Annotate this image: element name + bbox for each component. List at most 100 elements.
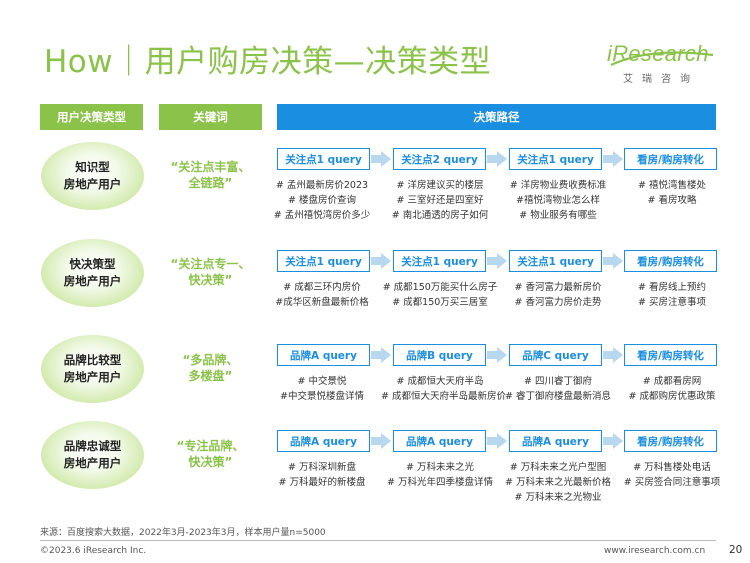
query-keyword-item: # 中交景悦 xyxy=(297,376,347,387)
query-keyword-list: # 万科未来之光 # 万科光年四季楼盘详情 xyxy=(381,460,499,490)
query-keyword-item: # 四川睿丁御府 xyxy=(524,376,592,387)
logo-swoosh-icon xyxy=(610,51,714,66)
keyword-line: “多品牌、 xyxy=(182,353,239,367)
logo-wordmark: iResearch xyxy=(607,41,709,66)
logo-chinese-name: 艾瑞咨询 xyxy=(623,74,699,85)
query-step-box: 关注点1 query xyxy=(393,250,486,272)
keyword-line: “专注品牌、 xyxy=(176,439,245,453)
query-step-box: 关注点1 query xyxy=(509,250,602,272)
decision-type-oval: 品牌忠诚型房地产用户 xyxy=(41,421,144,489)
query-keyword-item: # 孟州最新房价2023 xyxy=(275,180,369,191)
decision-type-oval: 知识型房地产用户 xyxy=(41,142,144,210)
website-url: www.iresearch.com.cn xyxy=(604,546,706,556)
conversion-step-box: 看房/购房转化 xyxy=(624,250,717,272)
query-keyword-item: # 万科售楼处电话 xyxy=(633,462,711,473)
keyword-line: “关注点丰富、 xyxy=(170,160,251,174)
query-keyword-item: # 香河富力最新房价 xyxy=(514,282,602,293)
decision-type-label: 房地产用户 xyxy=(63,370,122,384)
query-keyword-list: # 成都恒大天府半岛 # 成都恒大天府半岛最新房价 xyxy=(381,374,506,404)
query-keyword-item: # 禧悦湾售楼处 xyxy=(638,180,706,191)
query-keyword-item: #成华区新盘最新价格 xyxy=(275,297,369,309)
decision-type-label: 房地产用户 xyxy=(63,456,122,470)
query-keyword-list: # 孟州最新房价2023 # 楼盘房价查询 # 孟州禧悦湾房价多少 xyxy=(263,178,381,224)
query-keyword-item: # 洋房物业费收费标准 xyxy=(509,180,607,191)
keyword-line: 快决策” xyxy=(188,273,233,288)
query-keyword-list: # 成都三环内房价 #成华区新盘最新价格 xyxy=(263,280,381,310)
query-keyword-item: # 万科未来之光物业 xyxy=(514,492,602,504)
keyword-text: “关注点专一、快决策” xyxy=(154,256,267,288)
query-keyword-item: # 买房注意事项 xyxy=(638,297,706,309)
decision-type-label: 房地产用户 xyxy=(63,274,122,288)
query-keyword-item: # 成都恒大天府半岛 xyxy=(396,376,484,387)
keyword-text: “专注品牌、快决策” xyxy=(154,438,267,470)
footer-divider xyxy=(40,540,716,541)
query-step-box: 关注点2 query xyxy=(393,148,486,170)
query-keyword-item: # 睿丁御府楼盘最新消息 xyxy=(505,391,611,403)
query-keyword-item: # 南北通透的房子如何 xyxy=(391,210,489,222)
query-keyword-item: # 看房线上预约 xyxy=(638,282,706,293)
query-keyword-item: # 万科深圳新盘 xyxy=(288,462,356,473)
query-keyword-item: #中交景悦楼盘详情 xyxy=(280,391,364,403)
conversion-step-box: 看房/购房转化 xyxy=(624,148,717,170)
decision-type-label: 房地产用户 xyxy=(63,177,122,191)
query-keyword-item: # 香河富力房价走势 xyxy=(514,297,602,309)
query-keyword-list: # 香河富力最新房价 # 香河富力房价走势 xyxy=(499,280,617,310)
keyword-line: 全链路” xyxy=(188,176,233,191)
source-note: 来源：百度搜索大数据，2022年3月-2023年3月，样本用户量n=5000 xyxy=(40,528,326,538)
conversion-step-box: 看房/购房转化 xyxy=(624,430,717,452)
query-keyword-item: # 洋房建议买的楼层 xyxy=(396,180,484,191)
query-step-box: 关注点1 query xyxy=(277,148,370,170)
query-keyword-list: # 万科深圳新盘 # 万科最好的新楼盘 xyxy=(263,460,381,490)
query-keyword-item: # 物业服务有哪些 xyxy=(519,210,597,222)
copyright: ©2023.6 iResearch Inc. xyxy=(40,546,147,556)
query-step-box: 关注点1 query xyxy=(277,250,370,272)
query-keyword-list: # 禧悦湾售楼处# 看房攻略 xyxy=(613,178,731,208)
query-keyword-item: # 三室好还是四室好 xyxy=(396,195,484,207)
query-keyword-item: # 孟州禧悦湾房价多少 xyxy=(273,210,371,222)
query-keyword-list: # 看房线上预约 # 买房注意事项 xyxy=(613,280,731,310)
header-decision-path: 决策路径 xyxy=(277,104,716,130)
keyword-line: 快决策” xyxy=(188,455,233,470)
query-keyword-item: # 万科最好的新楼盘 xyxy=(278,477,366,489)
query-keyword-item: # 万科光年四季楼盘详情 xyxy=(387,477,493,489)
query-keyword-item: #禧悦湾物业怎么样 xyxy=(516,195,600,207)
query-keyword-item: # 成都恒大天府半岛最新房价 xyxy=(381,391,506,403)
query-step-box: 品牌A query xyxy=(509,430,602,452)
query-keyword-item: # 成都150万买三居室 xyxy=(392,297,488,309)
query-keyword-item: # 万科未来之光最新价格 xyxy=(505,477,611,489)
query-keyword-list: # 成都150万能买什么房子 # 成都150万买三居室 xyxy=(381,280,499,310)
iresearch-logo: iResearch 艾瑞咨询 xyxy=(607,41,717,89)
query-keyword-item: # 万科未来之光户型图 xyxy=(509,462,607,473)
query-keyword-item: # 楼盘房价查询 xyxy=(288,195,356,207)
query-keyword-list: # 四川睿丁御府 # 睿丁御府楼盘最新消息 xyxy=(499,374,617,404)
decision-type-label: 品牌比较型 xyxy=(63,353,122,368)
page-title: How｜用户购房决策—决策类型 xyxy=(44,44,492,80)
query-step-box: 关注点1 query xyxy=(509,148,602,170)
query-keyword-list: # 万科售楼处电话 # 买房签合同注意事项 xyxy=(613,460,731,490)
decision-type-oval: 快决策型房地产用户 xyxy=(41,239,144,307)
query-keyword-item: # 成都150万能买什么房子 xyxy=(382,282,498,293)
keyword-line: 多楼盘” xyxy=(188,369,233,384)
keyword-text: “多品牌、多楼盘” xyxy=(154,352,267,384)
conversion-step-box: 看房/购房转化 xyxy=(624,344,717,366)
query-step-box: 品牌A query xyxy=(277,430,370,452)
query-keyword-item: # 成都购房优惠政策 xyxy=(628,391,716,403)
decision-type-label: 快决策型 xyxy=(69,257,116,272)
header-keyword: 关键词 xyxy=(159,104,262,130)
query-keyword-list: # 洋房物业费收费标准 #禧悦湾物业怎么样 # 物业服务有哪些 xyxy=(499,178,617,224)
query-step-box: 品牌A query xyxy=(277,344,370,366)
query-keyword-item: # 成都看房网 xyxy=(642,376,702,387)
query-keyword-item: # 成都三环内房价 xyxy=(283,282,361,293)
keyword-line: “关注点专一、 xyxy=(170,257,251,271)
decision-type-label: 品牌忠诚型 xyxy=(63,439,122,454)
query-keyword-list: # 洋房建议买的楼层 # 三室好还是四室好 # 南北通透的房子如何 xyxy=(381,178,499,224)
decision-type-label: 知识型 xyxy=(75,160,110,175)
query-keyword-item: # 万科未来之光 xyxy=(406,462,474,473)
query-step-box: 品牌A query xyxy=(393,430,486,452)
query-keyword-list: # 万科未来之光户型图 # 万科未来之光最新价格 # 万科未来之光物业 xyxy=(499,460,617,506)
page-number: 20 xyxy=(729,544,743,556)
query-step-box: 品牌B query xyxy=(393,344,486,366)
query-keyword-item: # 买房签合同注意事项 xyxy=(623,477,721,489)
query-keyword-list: # 成都看房网 # 成都购房优惠政策 xyxy=(613,374,731,404)
keyword-text: “关注点丰富、全链路” xyxy=(154,159,267,191)
